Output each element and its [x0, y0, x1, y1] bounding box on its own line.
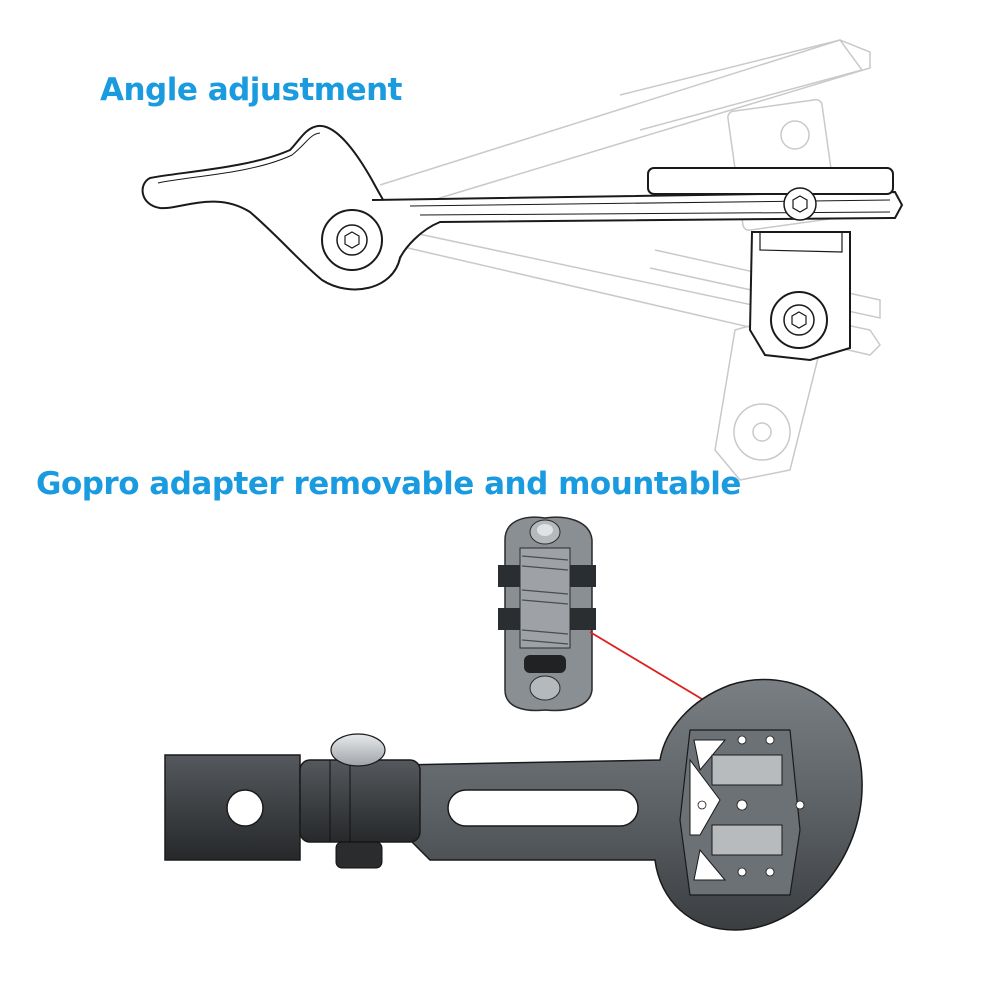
angle-adjustment-heading: Angle adjustment	[100, 72, 403, 108]
main-arm	[371, 190, 904, 259]
gopro-adapter-part	[498, 516, 596, 712]
ghost-arm-up	[379, 39, 871, 231]
tension-knob	[330, 733, 386, 767]
gopro-adapter-heading: Gopro adapter removable and mountable	[36, 466, 741, 502]
computer-mount-block	[647, 167, 894, 195]
adjustment-slot	[447, 789, 639, 827]
hex-bolt-icon	[792, 195, 808, 213]
out-front-mount	[164, 678, 863, 931]
hex-bolt-icon	[344, 231, 360, 249]
angle-adjustment-diagram	[141, 39, 904, 481]
hex-bolt-icon	[791, 311, 807, 329]
